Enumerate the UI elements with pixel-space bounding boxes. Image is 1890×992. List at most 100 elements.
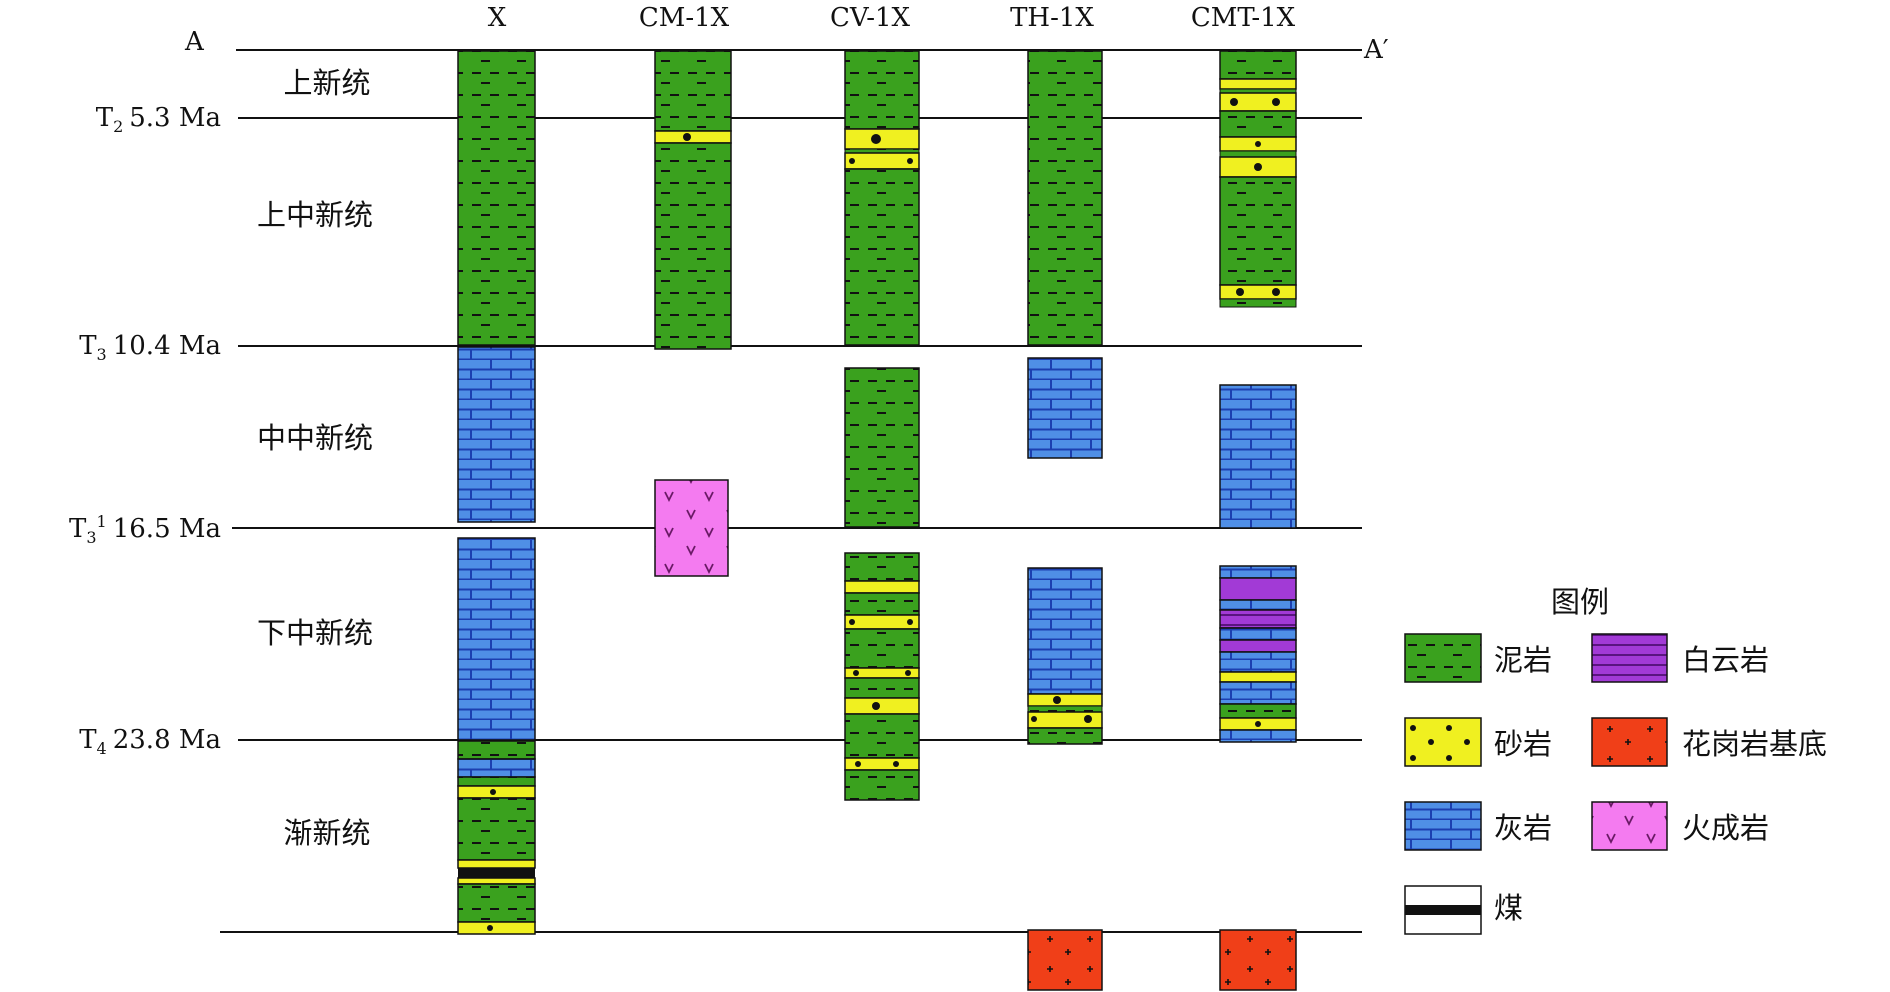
sand-grain — [1272, 288, 1280, 296]
sand-grain — [1084, 715, 1092, 723]
mudstone-layer — [1027, 727, 1103, 745]
well-cm-1x — [654, 50, 732, 577]
mudstone-layer — [1219, 298, 1297, 308]
sand-grain — [872, 702, 880, 710]
mudstone-layer — [1219, 176, 1297, 286]
sand-grain — [853, 670, 859, 676]
limestone-layer — [1219, 651, 1297, 673]
mudstone-layer — [844, 628, 920, 669]
sandstone-layer — [844, 580, 920, 594]
well-header-cmt-1x: CMT-1X — [1191, 3, 1296, 33]
mudstone-layer — [844, 168, 920, 346]
limestone-layer — [1219, 729, 1297, 743]
sand-grain — [1254, 163, 1262, 171]
sandstone-layer — [1027, 693, 1103, 707]
granite-basement — [1219, 929, 1297, 991]
sandstone-layer — [654, 130, 732, 144]
series-labels: 上新统 上中新统 中中新统 下中新统 渐新统 — [257, 66, 373, 850]
dolomite-layer — [1219, 639, 1297, 653]
mudstone-layer — [1219, 150, 1297, 158]
sandstone-layer — [844, 697, 920, 715]
sand-grain — [855, 761, 861, 767]
well-header-x: X — [488, 3, 507, 33]
sand-grain — [1255, 141, 1261, 147]
limestone-layer — [1219, 681, 1297, 705]
well-cmt-1x — [1219, 50, 1297, 991]
sand-grain — [1236, 288, 1244, 296]
mudstone-layer — [844, 677, 920, 699]
sand-grain — [849, 158, 855, 164]
legend-swatch-limestone — [1404, 801, 1482, 851]
legend-title: 图例 — [1551, 585, 1609, 619]
limestone-layer — [1027, 357, 1103, 459]
dolomite-layer — [1219, 609, 1297, 629]
mudstone-layer — [844, 769, 920, 801]
sandstone-layer — [457, 921, 536, 935]
mudstone-layer — [1219, 110, 1297, 138]
legend-label-igneous: 火成岩 — [1682, 811, 1769, 845]
mudstone-layer — [1027, 50, 1103, 346]
mudstone-layer — [457, 883, 536, 923]
mudstone-layer — [457, 740, 536, 760]
mudstone-layer — [1219, 50, 1297, 80]
section-start-label: A — [184, 27, 205, 57]
well-header-cv-1x: CV-1X — [830, 3, 911, 33]
legend-swatch-mudstone — [1404, 633, 1482, 683]
mudstone-layer — [1219, 703, 1297, 719]
sandstone-layer — [844, 128, 920, 150]
series-label-pliocene: 上新统 — [283, 66, 370, 100]
sand-grain — [893, 761, 899, 767]
limestone-layer — [1219, 627, 1297, 641]
limestone-layer — [1219, 384, 1297, 529]
well-header-th-1x: TH-1X — [1010, 3, 1094, 33]
sand-grain — [849, 619, 855, 625]
sandstone-layer — [1219, 284, 1297, 300]
sand-grain — [907, 619, 913, 625]
legend-label-mudstone: 泥岩 — [1494, 643, 1552, 677]
sand-grain — [1031, 716, 1037, 722]
series-label-oligocene: 渐新统 — [283, 816, 370, 850]
sand-grain — [487, 925, 493, 931]
mudstone-layer — [457, 776, 536, 787]
well-th-1x — [1027, 50, 1103, 991]
limestone-layer — [457, 758, 536, 778]
limestone-layer — [1219, 599, 1297, 611]
limestone-layer — [1027, 567, 1103, 695]
legend-label-dolomite: 白云岩 — [1682, 643, 1769, 677]
granite-basement — [1027, 929, 1103, 991]
section-end-label: A′ — [1363, 35, 1389, 65]
mudstone-layer — [1027, 705, 1103, 713]
horizon-lines — [220, 49, 1362, 933]
well-header-cm-1x: CM-1X — [639, 3, 730, 33]
limestone-layer — [1219, 565, 1297, 579]
coal-layer — [458, 868, 535, 878]
legend-swatch-dolomite — [1591, 633, 1668, 683]
sandstone-layer — [457, 859, 536, 869]
sand-grain — [1255, 721, 1261, 727]
sand-grain — [1272, 98, 1280, 106]
legend-label-coal: 煤 — [1494, 891, 1523, 925]
sand-grain — [1230, 98, 1238, 106]
sand-grain — [907, 158, 913, 164]
series-label-middle-miocene: 中中新统 — [257, 421, 373, 455]
limestone-layer — [457, 537, 536, 741]
limestone-layer — [457, 346, 536, 523]
mudstone-layer — [844, 552, 920, 582]
legend-swatch-granite — [1591, 717, 1668, 767]
legend: 图例 泥岩 白云岩 砂岩 花岗岩基底 灰岩 火成岩 煤 — [1404, 585, 1827, 935]
mudstone-layer — [844, 592, 920, 616]
well-cv-1x — [844, 50, 920, 801]
series-label-upper-miocene: 上中新统 — [257, 198, 373, 232]
sandstone-layer — [1219, 671, 1297, 683]
sandstone-layer — [1219, 78, 1297, 90]
legend-label-limestone: 灰岩 — [1494, 811, 1552, 845]
mudstone-layer — [844, 367, 920, 528]
legend-label-granite: 花岗岩基底 — [1682, 727, 1827, 761]
sand-grain — [1053, 696, 1061, 704]
